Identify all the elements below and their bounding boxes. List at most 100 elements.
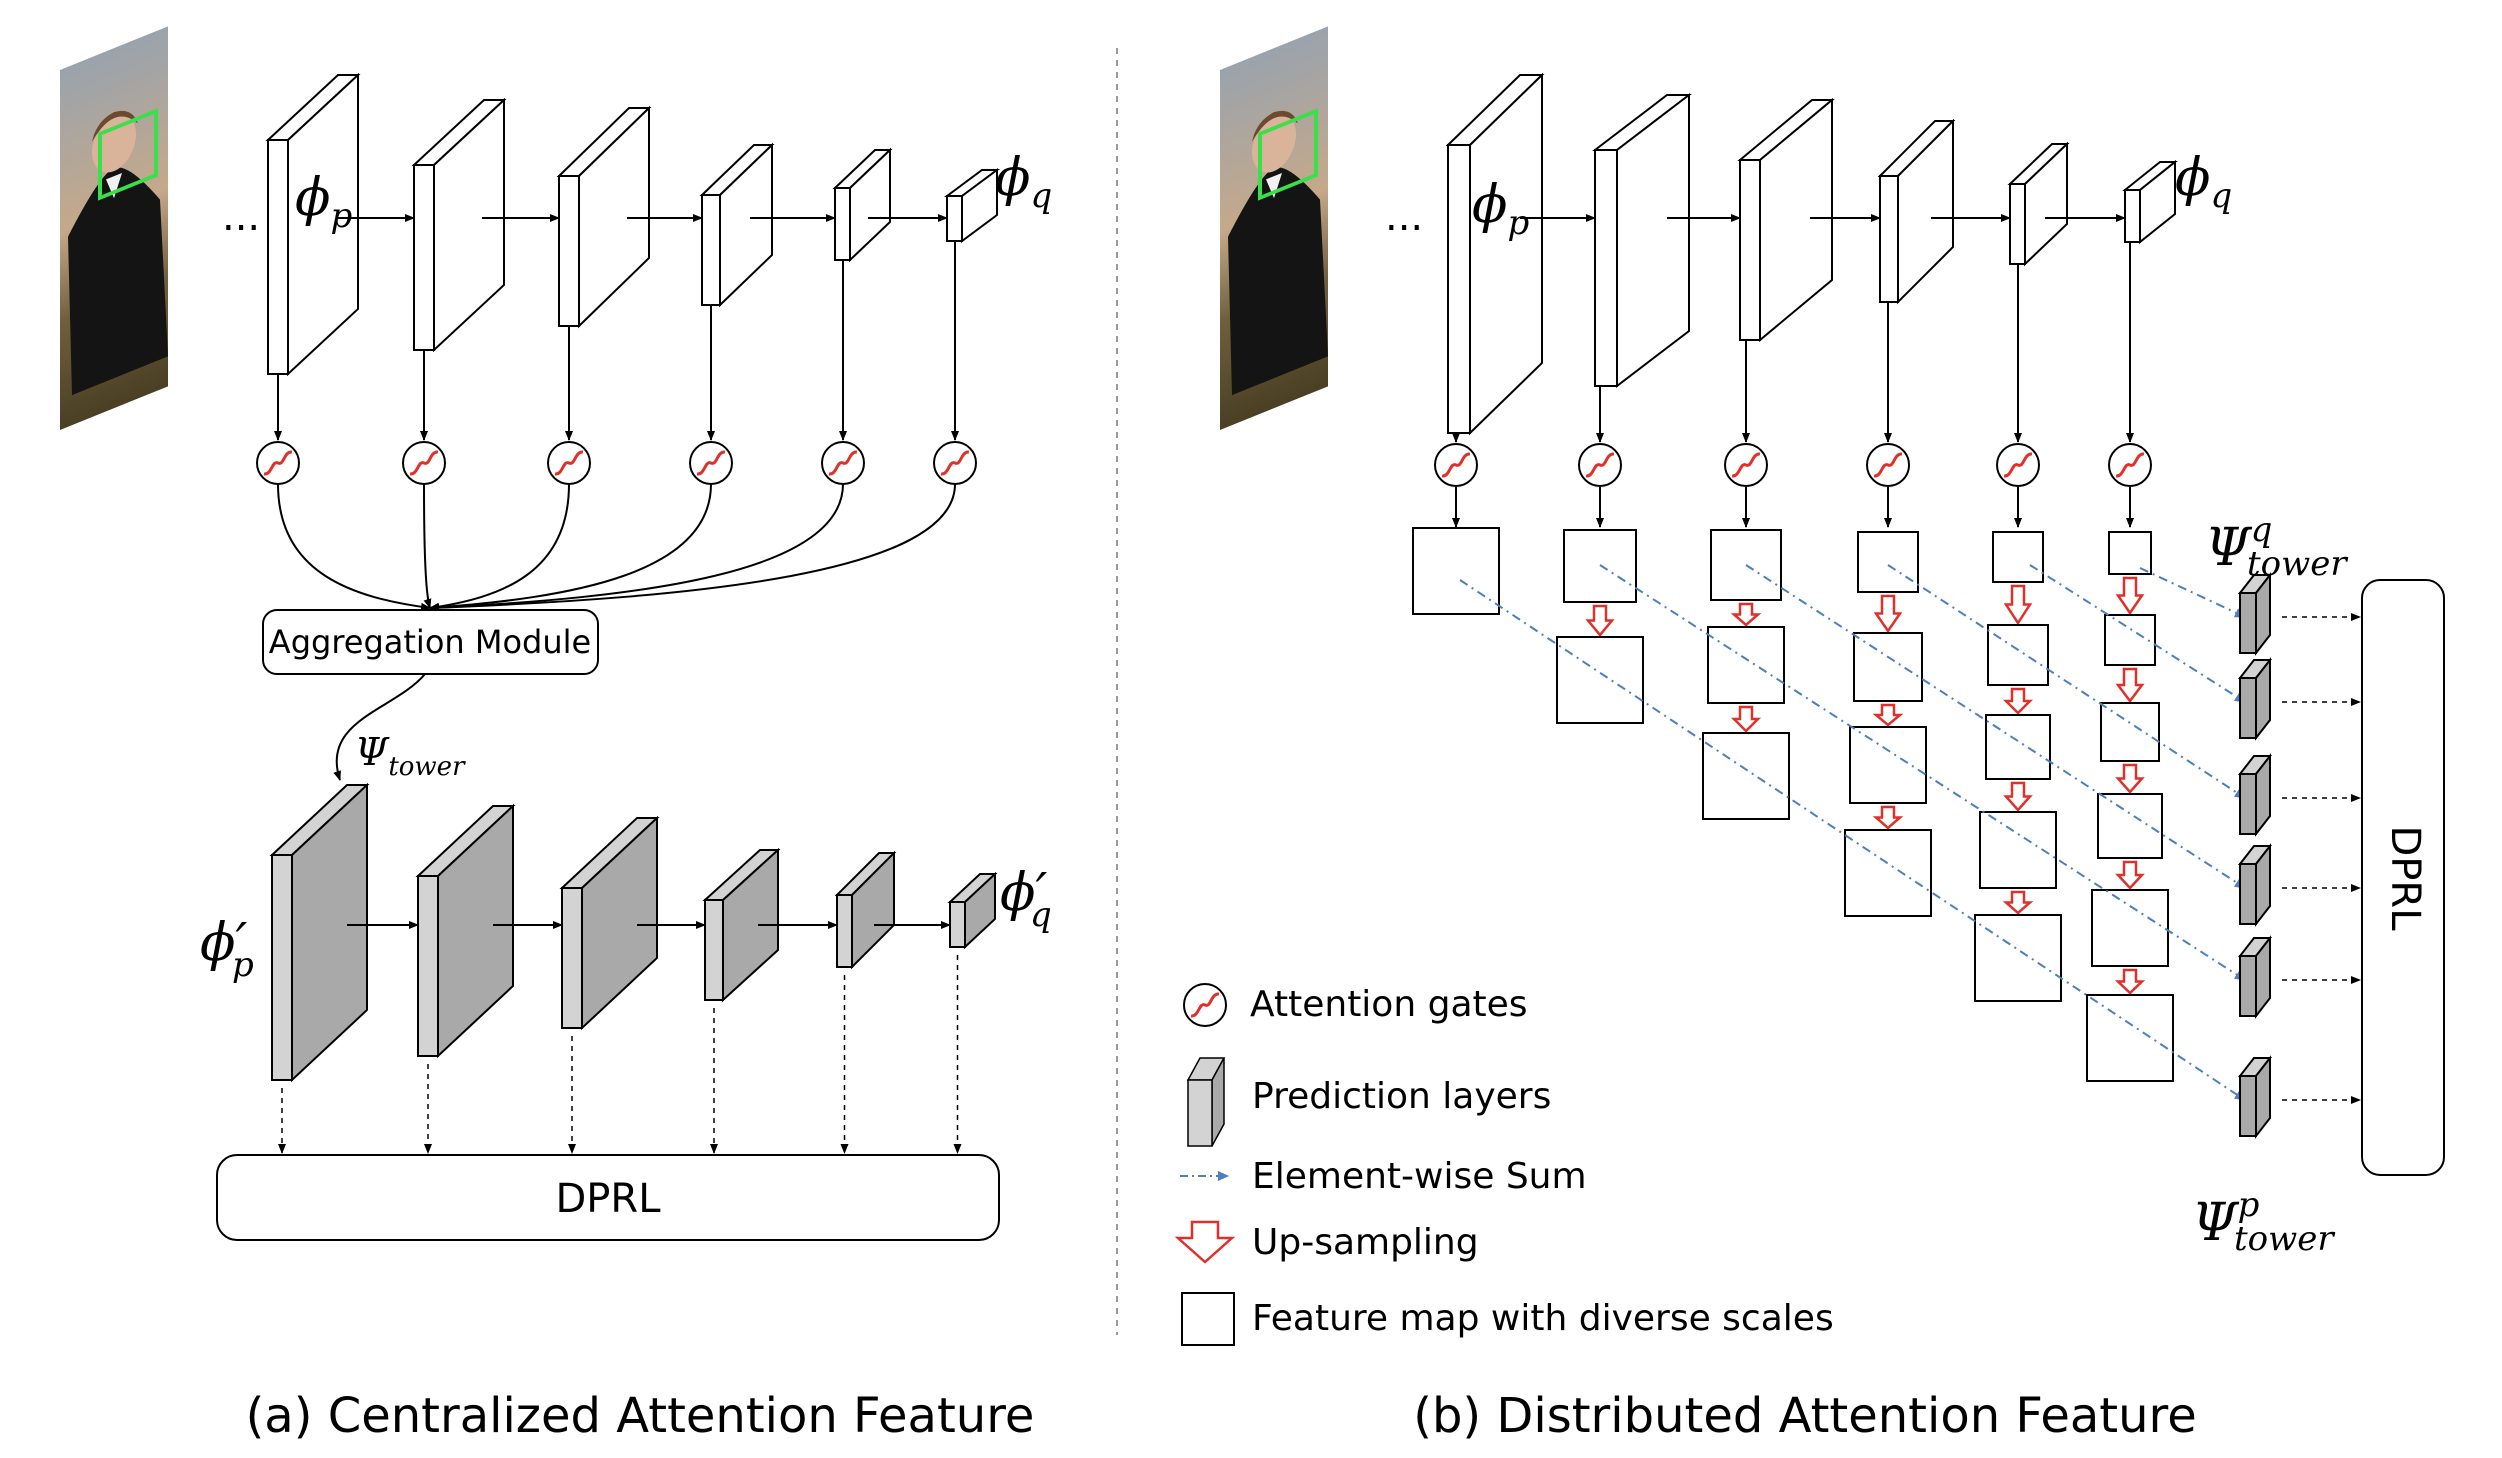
conv-layer-left [556, 105, 652, 329]
prediction-layer-left [559, 815, 660, 1031]
attention-gate-icon [401, 440, 447, 486]
feature-map [1849, 726, 1927, 804]
upsampling-arrow [2114, 968, 2146, 995]
feature-map [1974, 914, 2062, 1002]
attention-gate-icon [820, 440, 866, 486]
phi-q-prime-label: ϕ′q [1000, 863, 1052, 935]
legend-element-wise-sum: Element-wise Sum [1252, 1156, 1587, 1197]
dprl-box-right [2361, 579, 2445, 1176]
legend-feature-map-icon [1181, 1292, 1235, 1346]
attention-gates-left [255, 241, 978, 486]
prediction-layer-right [2237, 1055, 2273, 1139]
dprl-label-right: DPRL [2382, 826, 2428, 932]
element-wise-sum-arrow [1599, 564, 2246, 981]
attention-gate-icon [688, 440, 734, 486]
gate-to-aggregation-curve [423, 483, 432, 609]
feature-map [2104, 614, 2156, 666]
conv-layer-left [411, 97, 507, 353]
conv-layer-left [943, 168, 1001, 243]
upsampling-arrow [2002, 890, 2034, 915]
face-box-left [98, 108, 158, 201]
upsampling-arrow [1873, 594, 1903, 634]
conv-layer-right [2122, 159, 2178, 245]
prediction-layer-right [2237, 843, 2273, 927]
feature-map [2086, 994, 2174, 1082]
aggregation-module [262, 609, 599, 675]
feature-map [1857, 531, 1919, 593]
prediction-layer-left [947, 871, 998, 950]
conv-layer-left [832, 147, 893, 263]
upsampling-arrow [2115, 576, 2145, 616]
feature-map [1844, 829, 1932, 917]
upsampling-arrow [2002, 687, 2034, 715]
prediction-layer-left [834, 850, 897, 970]
element-wise-sum-arrow [2029, 564, 2246, 703]
feature-map [1412, 527, 1500, 615]
feature-map [2097, 793, 2163, 859]
aggregation-module-label: Aggregation Module [269, 623, 591, 661]
input-photo-left [60, 26, 168, 430]
feature-map [2108, 531, 2152, 575]
feature-map [2091, 889, 2169, 967]
legend: Attention gates Prediction layers Elemen… [1174, 982, 1834, 1346]
element-wise-sum-arrows [1459, 564, 2246, 1101]
dprl-label-left: DPRL [556, 1176, 662, 1222]
dprl-box-left [216, 1154, 1000, 1241]
prediction-layers-left [269, 782, 998, 1083]
phi-q-label-left: ϕq [995, 148, 1052, 216]
caption-right: (b) Distributed Attention Feature [1413, 1388, 2197, 1444]
prediction-layer-right [2237, 935, 2273, 1019]
input-photo-right [1220, 26, 1328, 430]
panel-centralized: ... ϕp ϕq Aggregation Module Ψtower ϕ′p … [60, 26, 1052, 1444]
backbone-layers-right [1445, 72, 2178, 436]
prediction-layers-right [2237, 572, 2361, 1139]
attention-gate-icon [1577, 442, 1623, 488]
aggregation-connections [277, 483, 956, 612]
attention-gate-icon [255, 440, 301, 486]
feature-map [1985, 714, 2051, 780]
conv-layer-left [699, 142, 775, 308]
upsampling-arrow [1730, 705, 1762, 733]
feature-map [1853, 632, 1923, 702]
attention-gate-icon [2107, 442, 2153, 488]
prediction-layer-right [2237, 572, 2273, 656]
attention-gate-icon [1865, 442, 1911, 488]
feature-map [2100, 702, 2160, 762]
feature-map [1992, 531, 2044, 583]
prediction-layer-left [415, 803, 516, 1059]
legend-prediction-layers: Prediction layers [1252, 1076, 1551, 1117]
prediction-layer-right [2237, 657, 2273, 741]
feature-map [1707, 626, 1785, 704]
gate-to-aggregation-curve [429, 483, 956, 612]
psi-tower-label: Ψtower [355, 730, 466, 782]
conv-layer-right [1592, 92, 1692, 389]
upsampling-arrow [2115, 860, 2145, 890]
element-wise-sum-arrow [1887, 564, 2246, 799]
prediction-to-dprl-left [278, 955, 962, 1154]
phi-p-label-right: ϕp [1472, 175, 1529, 243]
gate-to-aggregation-curve [429, 483, 712, 612]
upsampling-arrow [1872, 805, 1904, 830]
psi-tower-arrow [333, 673, 426, 781]
conv-layer-right [2007, 141, 2070, 267]
legend-feature-map: Feature map with diverse scales [1252, 1298, 1834, 1339]
phi-p-label-left: ϕp [295, 168, 352, 236]
legend-upsampling-icon [1174, 1220, 1236, 1264]
upsampling-arrow [2003, 781, 2033, 812]
feature-map-grid [1412, 527, 2174, 1082]
attention-gate-icon [546, 440, 592, 486]
phi-p-prime-label: ϕ′p [200, 913, 254, 985]
feature-map [1702, 732, 1790, 820]
caption-left: (a) Centralized Attention Feature [246, 1388, 1035, 1444]
ellipsis-left: ... [222, 194, 260, 240]
attention-gate-icon [932, 440, 978, 486]
gate-to-aggregation-curve [277, 483, 431, 611]
ellipsis-right: ... [1385, 194, 1423, 240]
element-wise-sum-arrow [2139, 567, 2246, 618]
legend-prediction-layer-icon [1186, 1057, 1226, 1147]
face-box-right [1258, 108, 1318, 201]
